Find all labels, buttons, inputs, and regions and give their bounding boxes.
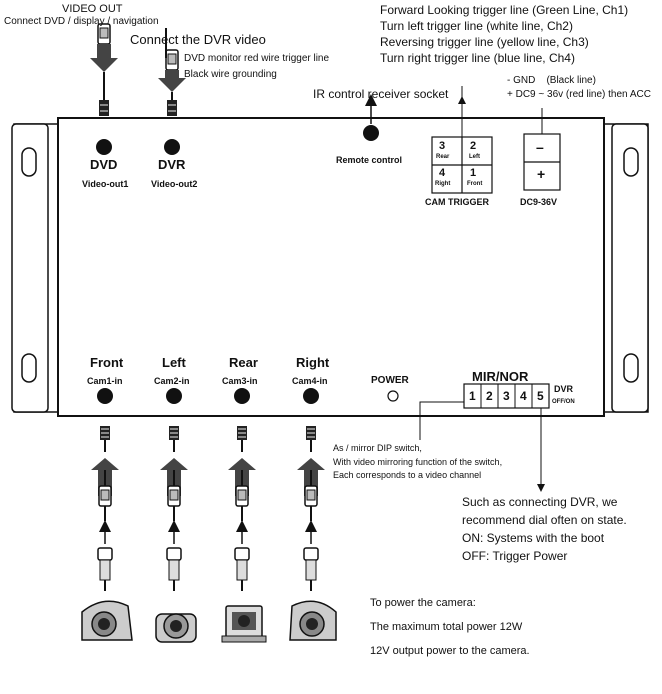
cam-port-label: Cam3-in xyxy=(222,376,258,386)
trigger-cell-name: Front xyxy=(467,181,483,187)
dvr-box-body xyxy=(57,117,605,417)
trigger-cell-num: 1 xyxy=(470,167,477,179)
right-mounting-bracket xyxy=(611,123,649,413)
dip-note-2: With video mirroring function of the swi… xyxy=(333,457,503,467)
trigger-cell-num: 4 xyxy=(439,167,446,179)
camera-power-note-3: 12V output power to the camera. xyxy=(370,645,530,657)
dip-2: 2 xyxy=(486,389,493,403)
dvd-label: DVD xyxy=(90,157,118,172)
remote-port xyxy=(363,125,379,141)
video-out-sub: Connect DVD / display / navigation xyxy=(4,16,159,27)
dvr-port-label: Video-out2 xyxy=(151,179,198,189)
camera-power-note-2: The maximum total power 12W xyxy=(370,621,523,633)
power-note-dc: + DC9 ~ 36v (red line) then ACC xyxy=(507,89,651,100)
dip-switch xyxy=(463,383,550,409)
trigger-cell-name: Right xyxy=(435,181,451,187)
cam-name: Front xyxy=(90,355,124,370)
cam1-port xyxy=(97,388,113,404)
trigger-note-4: Turn right trigger line (blue line, Ch4) xyxy=(380,51,575,65)
trigger-cell-num: 2 xyxy=(470,140,477,152)
dvd-port xyxy=(96,139,112,155)
power-led xyxy=(387,390,399,402)
dvr-note-2: Black wire grounding xyxy=(184,69,277,80)
offon-label: OFF/ON xyxy=(552,399,575,405)
cam3-port xyxy=(234,388,250,404)
mir-nor-label: MIR/NOR xyxy=(472,369,529,384)
power-note-gnd: - GND (Black line) xyxy=(507,75,596,86)
dvr-side-label: DVR xyxy=(554,384,574,394)
dc-minus: – xyxy=(536,139,544,155)
dip-1: 1 xyxy=(469,389,476,403)
cam-port-label: Cam4-in xyxy=(292,376,328,386)
trigger-cell-name: Left xyxy=(469,154,480,160)
cam4-port xyxy=(303,388,319,404)
cam2-port xyxy=(166,388,182,404)
dip-4: 4 xyxy=(520,389,527,403)
trigger-cell-num: 3 xyxy=(439,140,446,152)
cam-name: Rear xyxy=(229,355,258,370)
dvr-label: DVR xyxy=(158,157,186,172)
cam4-cable xyxy=(297,426,325,591)
dvr-note-line-1: Such as connecting DVR, we xyxy=(462,495,618,509)
dvr-port xyxy=(164,139,180,155)
dvr-note-1: DVD monitor red wire trigger line xyxy=(184,53,330,64)
trigger-note-1: Forward Looking trigger line (Green Line… xyxy=(380,3,629,17)
power-label: POWER xyxy=(371,375,409,386)
cam-port-label: Cam1-in xyxy=(87,376,123,386)
video-out-plug-dvr xyxy=(158,28,186,116)
cam-port-label: Cam2-in xyxy=(154,376,190,386)
dip-5: 5 xyxy=(537,389,544,403)
rear-camera-icon xyxy=(221,605,267,643)
dvr-note-line-4: OFF: Trigger Power xyxy=(462,549,568,563)
dip-note-1: As / mirror DIP switch, xyxy=(333,443,422,453)
dc-label: DC9-36V xyxy=(520,197,558,207)
left-camera-icon xyxy=(155,613,197,643)
dip-note-3: Each corresponds to a video channel xyxy=(333,470,482,480)
dc-plus: + xyxy=(537,166,546,182)
cam1-cable xyxy=(91,426,119,591)
dip-3: 3 xyxy=(503,389,510,403)
trigger-note-3: Reversing trigger line (yellow line, Ch3… xyxy=(380,35,589,49)
ir-note: IR control receiver socket xyxy=(313,87,449,101)
trigger-note-2: Turn left trigger line (white line, Ch2) xyxy=(380,19,573,33)
video-out-title: VIDEO OUT xyxy=(62,3,123,15)
dvr-note-line-3: ON: Systems with the boot xyxy=(462,531,605,545)
cam3-cable xyxy=(228,426,256,591)
video-out-plug-dvd xyxy=(90,23,118,116)
front-camera-icon xyxy=(81,600,133,641)
dvd-port-label: Video-out1 xyxy=(82,179,129,189)
trigger-cell-name: Rear xyxy=(436,154,450,160)
right-camera-icon xyxy=(289,600,337,641)
left-mounting-bracket xyxy=(11,123,49,413)
cam2-cable xyxy=(160,426,188,591)
cam-name: Left xyxy=(162,355,186,370)
dvr-note-line-2: recommend dial often on state. xyxy=(462,513,627,527)
dvr-title: Connect the DVR video xyxy=(130,32,266,47)
remote-label: Remote control xyxy=(336,155,403,165)
cam-trigger-label: CAM TRIGGER xyxy=(425,197,489,207)
camera-power-note-1: To power the camera: xyxy=(370,597,476,609)
cam-name: Right xyxy=(296,355,330,370)
